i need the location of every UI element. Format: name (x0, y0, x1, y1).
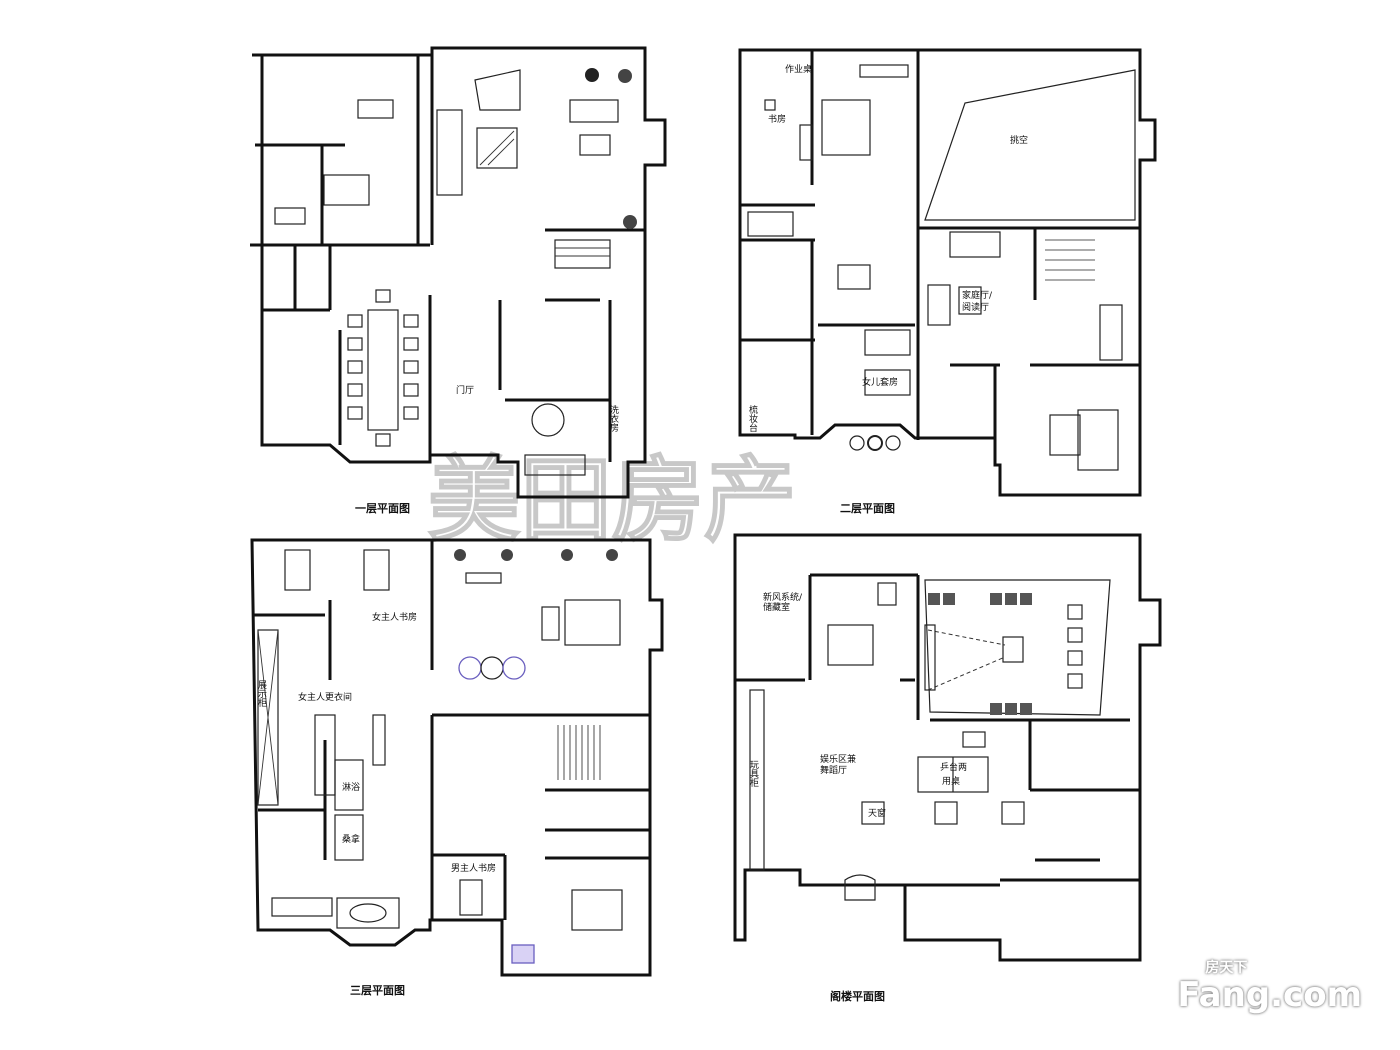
floor1-title: 一层平面图 (355, 502, 410, 515)
fang-logo-brand: Fang.com (1177, 975, 1362, 1015)
room-label-hostess-study: 女主人书房 (372, 611, 417, 623)
room-label-reading-hall: 阅读厅 (962, 301, 989, 313)
skylight-label: 天窗 (868, 807, 886, 819)
fang-logo: 房天下 Fang.com (1177, 960, 1362, 1014)
attic-title: 阁楼平面图 (830, 989, 885, 1003)
room-label-storage: 新风系统/ (763, 591, 803, 603)
room-label-pingpong-2: 用桌 (942, 775, 960, 787)
room-label-void: 挑空 (1010, 134, 1028, 146)
room-label-entertainment: 娱乐区兼 (820, 753, 856, 765)
room-label-pingpong: 乒台两 (940, 761, 967, 773)
room-label-shower: 淋浴 (342, 781, 360, 793)
fang-logo-cn: 房天下 (1205, 960, 1248, 976)
room-label-sauna: 桑拿 (342, 833, 360, 845)
room-label-host-study: 男主人书房 (451, 862, 496, 874)
room-label-dance: 舞蹈厅 (820, 765, 847, 776)
room-label-study: 书房 (768, 113, 786, 125)
floor1-plan: 门厅 洗衣房 (250, 46, 667, 499)
floor2-title: 二层平面图 (840, 502, 895, 515)
floor2-plan: 书房 作业桌 挑空 家庭厅/ 阅读厅 女儿套房 梳妆台 (738, 48, 1157, 497)
room-label-hostess-closet: 女主人更衣间 (298, 691, 352, 703)
room-label-daughter-suite: 女儿套房 (862, 376, 898, 388)
room-label-foyer: 门厅 (456, 384, 474, 396)
floor3-title: 三层平面图 (350, 984, 405, 997)
room-label-desk: 作业桌 (785, 63, 812, 75)
watermark: 美田房产 (428, 447, 796, 554)
room-label-storage-2: 储藏室 (763, 601, 790, 613)
room-label-vanity: 梳妆台 (747, 404, 758, 433)
room-label-laundry: 洗衣房 (608, 404, 619, 433)
room-label-family-hall: 家庭厅/ (962, 289, 993, 301)
room-label-display: 展示柜 (256, 680, 267, 708)
room-label-toy-cabinet: 玩具柜 (748, 760, 759, 788)
attic-plan: 新风系统/ 储藏室 娱乐区兼 舞蹈厅 乒台两 用桌 玩具柜 天窗 (733, 533, 1162, 962)
floor3-plan: 女主人书房 女主人更衣间 展示柜 男主人书房 淋浴 桑拿 (250, 538, 664, 977)
